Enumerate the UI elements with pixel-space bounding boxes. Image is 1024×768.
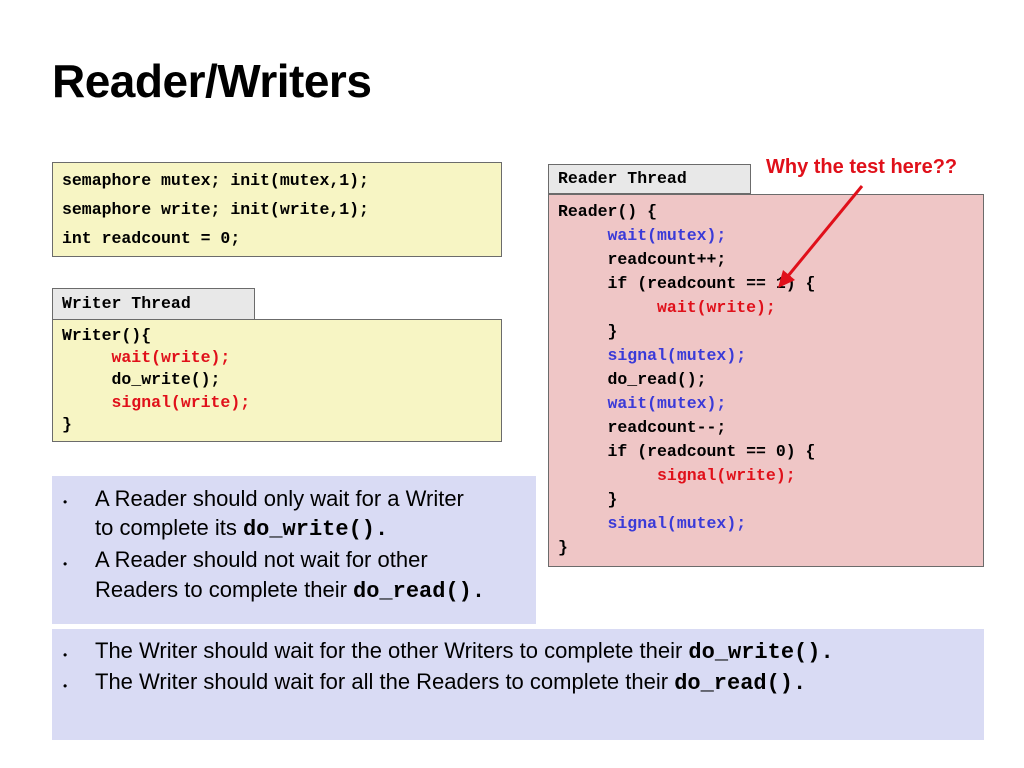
code-line: wait(write); [558,298,776,317]
code-line: } [558,490,618,509]
bullet-text: Readers to complete their do_read(). [95,577,485,604]
writer-thread-label-box: Writer Thread [52,288,255,320]
bullet-text: A Reader should not wait for other [95,547,428,572]
bullet-dot: • [63,679,68,693]
code-line: wait(mutex); [558,394,727,413]
code-line: int readcount = 0; [62,229,241,248]
code-line: semaphore write; init(write,1); [62,200,369,219]
annotation-note: Why the test here?? [766,156,958,178]
code-line: semaphore mutex; init(mutex,1); [62,171,369,190]
bullet-text: The Writer should wait for the other Wri… [95,638,834,665]
bullet-code: do_read(). [674,671,807,696]
bullet-text: A Reader should only wait for a Writer [95,486,464,511]
writer-bullets-box: • The Writer should wait for the other W… [52,629,984,740]
bullet-code: do_write(). [688,640,834,665]
bullet-text: to complete its do_write(). [95,515,388,542]
reader-thread-label: Reader Thread [558,169,687,188]
bullet-text-part: The Writer should wait for all the Reade… [95,669,675,694]
reader-code-box: Reader() { wait(mutex); readcount++; if … [548,194,984,567]
code-line: signal(mutex); [558,514,747,533]
code-line: readcount--; [558,418,727,437]
reader-bullets-box: • A Reader should only wait for a Writer… [52,476,536,624]
code-line: wait(mutex); [558,226,727,245]
writer-thread-label: Writer Thread [62,294,191,313]
bullet-text-part: The Writer should wait for the other Wri… [95,638,689,663]
writer-code-box: Writer(){ wait(write); do_write(); signa… [52,319,502,442]
code-line: if (readcount == 0) { [558,442,816,461]
bullet-code: do_write(). [242,517,389,542]
bullet-dot: • [63,648,68,662]
bullet-code: do_read(). [353,579,486,604]
bullet-dot: • [63,495,68,509]
code-line: } [558,538,568,557]
code-line: readcount++; [558,250,727,269]
code-line: wait(write); [62,348,231,367]
code-line: signal(mutex); [558,346,747,365]
globals-code-box: semaphore mutex; init(mutex,1); semaphor… [52,162,502,257]
bullet-dot: • [63,557,68,571]
code-line: Writer(){ [62,326,152,345]
code-line: Reader() { [558,202,658,221]
page-title: Reader/Writers [52,55,372,107]
code-line: } [62,415,72,434]
bullet-text-part: Readers to complete their [95,577,354,602]
code-line: } [558,322,618,341]
bullet-text: The Writer should wait for all the Reade… [95,669,806,696]
reader-thread-label-box: Reader Thread [548,164,751,194]
bullet-text-part: to complete its [95,515,243,540]
code-line: do_write(); [62,370,221,389]
code-line: do_read(); [558,370,707,389]
code-line: signal(write); [62,393,251,412]
code-line: signal(write); [558,466,796,485]
